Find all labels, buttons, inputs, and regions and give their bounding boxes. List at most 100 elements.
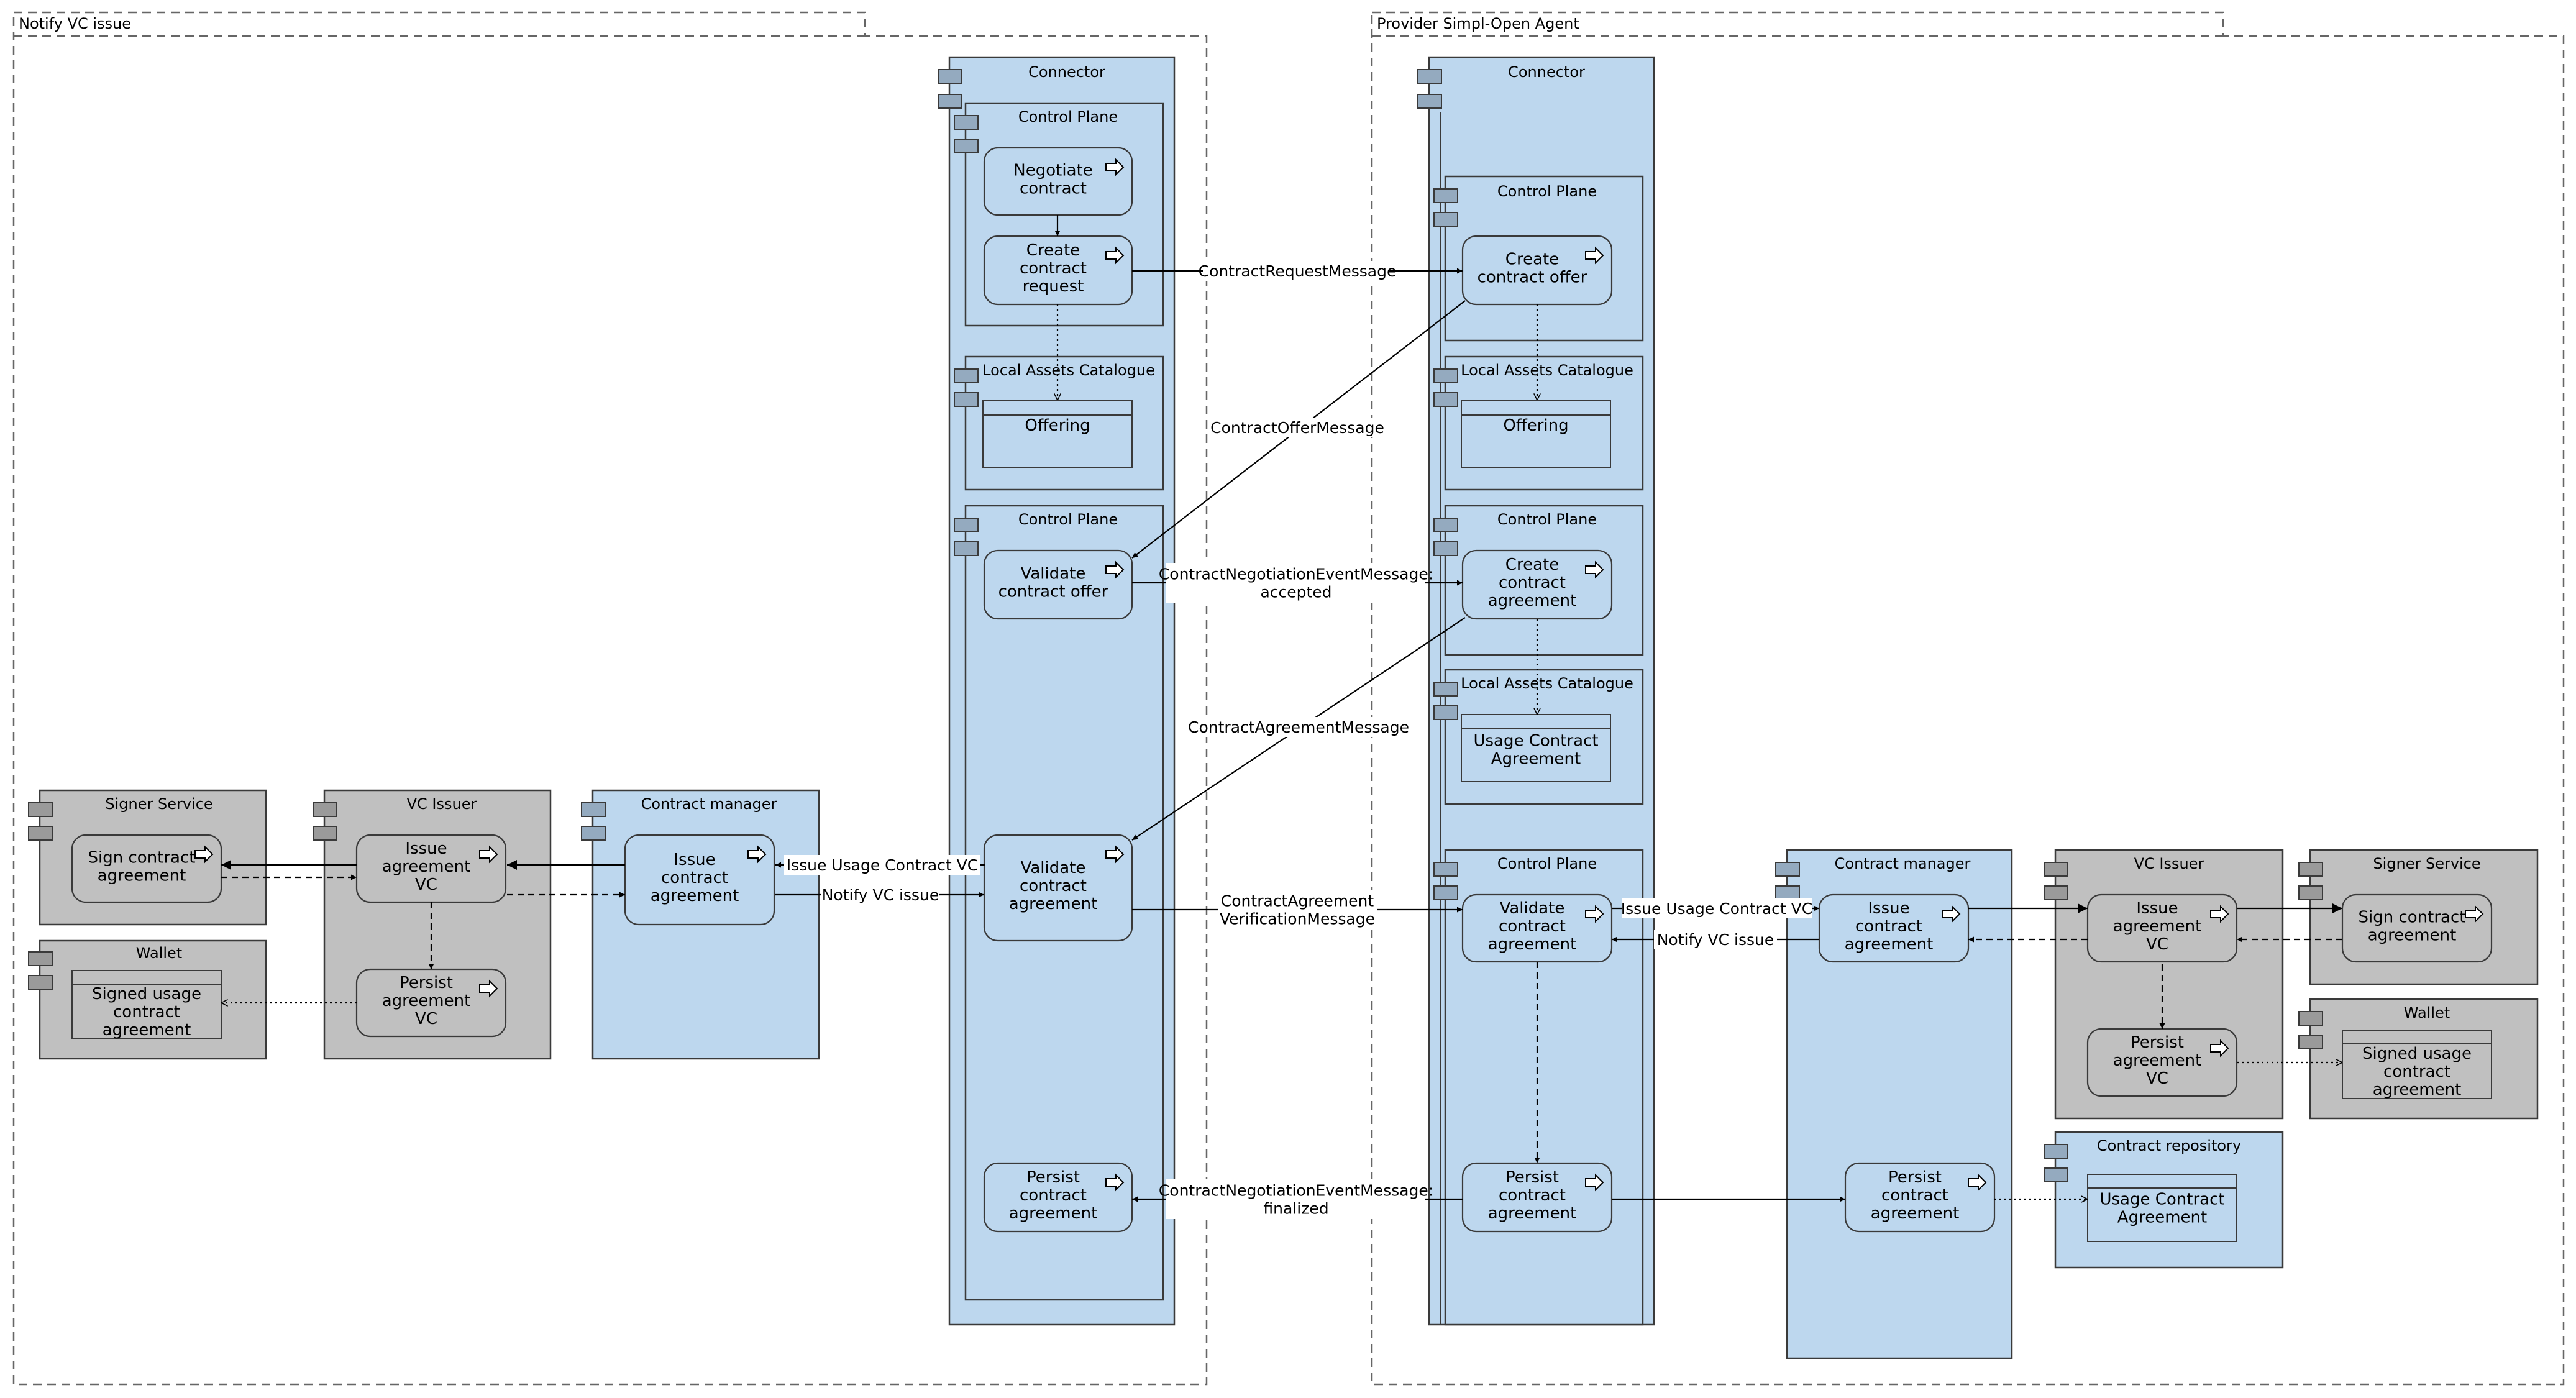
right-catalogue-1-title: Local Assets Catalogue bbox=[1461, 362, 1633, 379]
right-offering-object: Offering bbox=[1461, 400, 1611, 468]
right-signer-title: Signer Service bbox=[2373, 855, 2480, 872]
right-repository-title: Contract repository bbox=[2097, 1137, 2241, 1154]
action-arrow-icon bbox=[1585, 905, 1604, 923]
action-arrow-icon bbox=[1105, 158, 1125, 176]
right-offering-label: Offering bbox=[1503, 416, 1568, 435]
left-wallet-title: Wallet bbox=[136, 944, 182, 962]
left-vc-issuer-title: VC Issuer bbox=[407, 795, 477, 813]
left-connector-title: Connector bbox=[1028, 63, 1105, 81]
msg-contract-agreement: ContractAgreementMessage bbox=[1188, 718, 1409, 736]
right-vc-issuer-title: VC Issuer bbox=[2134, 855, 2204, 872]
action-arrow-icon bbox=[747, 845, 767, 864]
edge-labels: ContractRequestMessage ContractOfferMess… bbox=[784, 261, 1812, 1219]
action-arrow-icon bbox=[1105, 246, 1125, 265]
action-arrow-icon bbox=[194, 845, 214, 864]
package-right: Provider Simpl-Open Agent bbox=[1371, 11, 2565, 1386]
action-arrow-icon bbox=[1585, 246, 1604, 265]
right-control-plane-1-title: Control Plane bbox=[1497, 183, 1597, 200]
right-connector-title: Connector bbox=[1508, 63, 1585, 81]
action-arrow-icon bbox=[2210, 905, 2229, 923]
left-contract-manager-title: Contract manager bbox=[641, 795, 777, 813]
left-control-plane-2-title: Control Plane bbox=[1018, 511, 1118, 528]
right-wallet-title: Wallet bbox=[2404, 1004, 2450, 1021]
right-control-plane-3-title: Control Plane bbox=[1497, 855, 1597, 872]
left-offering-label: Offering bbox=[1025, 416, 1090, 435]
action-arrow-icon bbox=[1105, 1173, 1125, 1192]
action-arrow-icon bbox=[1585, 1173, 1604, 1192]
left-offering-object: Offering bbox=[982, 400, 1133, 468]
component-icon bbox=[938, 69, 962, 109]
package-left: Notify VC issue bbox=[12, 11, 1208, 1386]
action-arrow-icon bbox=[1105, 845, 1125, 864]
action-arrow-icon bbox=[1942, 905, 1961, 923]
action-arrow-icon bbox=[2465, 905, 2484, 923]
action-arrow-icon bbox=[1968, 1173, 1987, 1192]
action-arrow-icon bbox=[2210, 1039, 2229, 1058]
package-left-title: Notify VC issue bbox=[19, 15, 131, 32]
left-catalogue-title: Local Assets Catalogue bbox=[982, 362, 1155, 379]
action-arrow-icon bbox=[479, 979, 498, 998]
msg-notify-vc-right: Notify VC issue bbox=[1657, 931, 1774, 949]
msg-negotiation-finalized: ContractNegotiationEventMessage:finalize… bbox=[1159, 1182, 1433, 1218]
msg-contract-offer: ContractOfferMessage bbox=[1210, 419, 1384, 437]
msg-issue-usage-vc-right: Issue Usage Contract VC bbox=[1621, 900, 1812, 918]
action-arrow-icon bbox=[479, 845, 498, 864]
left-control-plane-1-title: Control Plane bbox=[1018, 108, 1118, 126]
action-arrow-icon bbox=[1585, 560, 1604, 579]
msg-contract-request: ContractRequestMessage bbox=[1199, 262, 1397, 280]
action-arrow-icon bbox=[1105, 560, 1125, 579]
right-control-plane-2-title: Control Plane bbox=[1497, 511, 1597, 528]
package-right-title: Provider Simpl-Open Agent bbox=[1377, 15, 1579, 32]
msg-issue-usage-vc-left: Issue Usage Contract VC bbox=[787, 856, 978, 874]
left-signer-title: Signer Service bbox=[105, 795, 212, 813]
msg-negotiation-accepted: ContractNegotiationEventMessage:accepted bbox=[1159, 565, 1433, 601]
right-catalogue-2-title: Local Assets Catalogue bbox=[1461, 675, 1633, 692]
msg-notify-vc-left: Notify VC issue bbox=[822, 886, 939, 904]
